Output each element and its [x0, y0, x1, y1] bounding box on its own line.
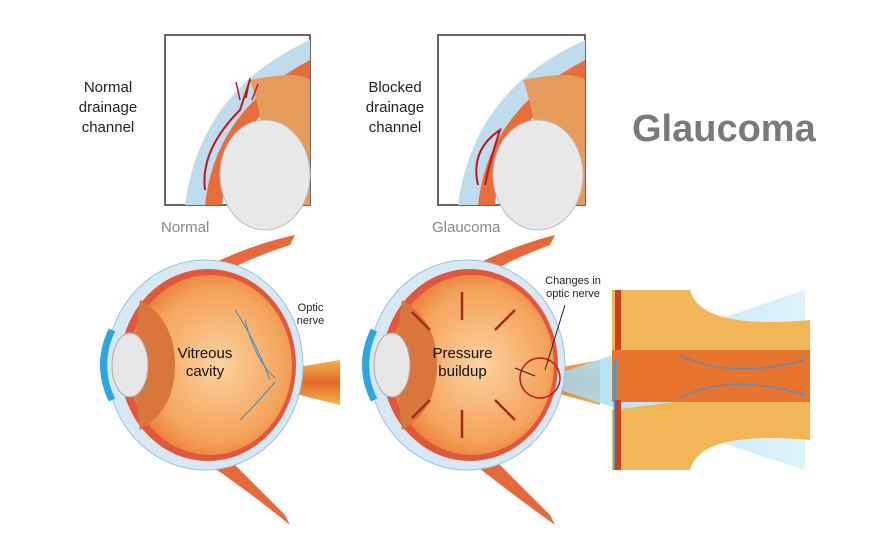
label-line: optic nerve	[546, 288, 600, 300]
blocked-drainage-label: Blocked drainage channel	[355, 78, 435, 138]
label-line: cavity	[185, 363, 225, 380]
label-line: drainage	[78, 99, 138, 116]
label-line: drainage	[365, 99, 425, 116]
label-line: Pressure	[432, 345, 493, 362]
label-line: Normal	[83, 79, 133, 96]
label-line: channel	[368, 119, 422, 136]
pressure-buildup-label: Pressure buildup	[425, 345, 500, 381]
label-line: channel	[81, 119, 135, 136]
optic-nerve-label: Optic nerve	[288, 302, 333, 328]
label-line: Optic	[297, 302, 324, 314]
optic-nerve-closeup	[612, 290, 810, 470]
normal-drainage-label: Normal drainage channel	[68, 78, 148, 138]
pressure-arrows	[411, 292, 516, 438]
label-line: Blocked	[368, 79, 422, 96]
inset-normal-drainage	[164, 34, 311, 231]
inset-blocked-drainage	[437, 34, 586, 231]
label-line: nerve	[296, 315, 325, 327]
label-line: Changes in	[545, 275, 601, 287]
section-label-normal: Normal	[161, 219, 210, 236]
optic-nerve-changes-label: Changes in optic nerve	[538, 275, 608, 301]
label-line: Vitreous	[177, 345, 233, 362]
diagram-title: Glaucoma	[632, 108, 816, 150]
label-line: buildup	[438, 363, 487, 380]
vitreous-cavity-label: Vitreous cavity	[170, 345, 240, 381]
section-label-glaucoma: Glaucoma	[432, 219, 501, 236]
normal-eye	[100, 235, 340, 525]
